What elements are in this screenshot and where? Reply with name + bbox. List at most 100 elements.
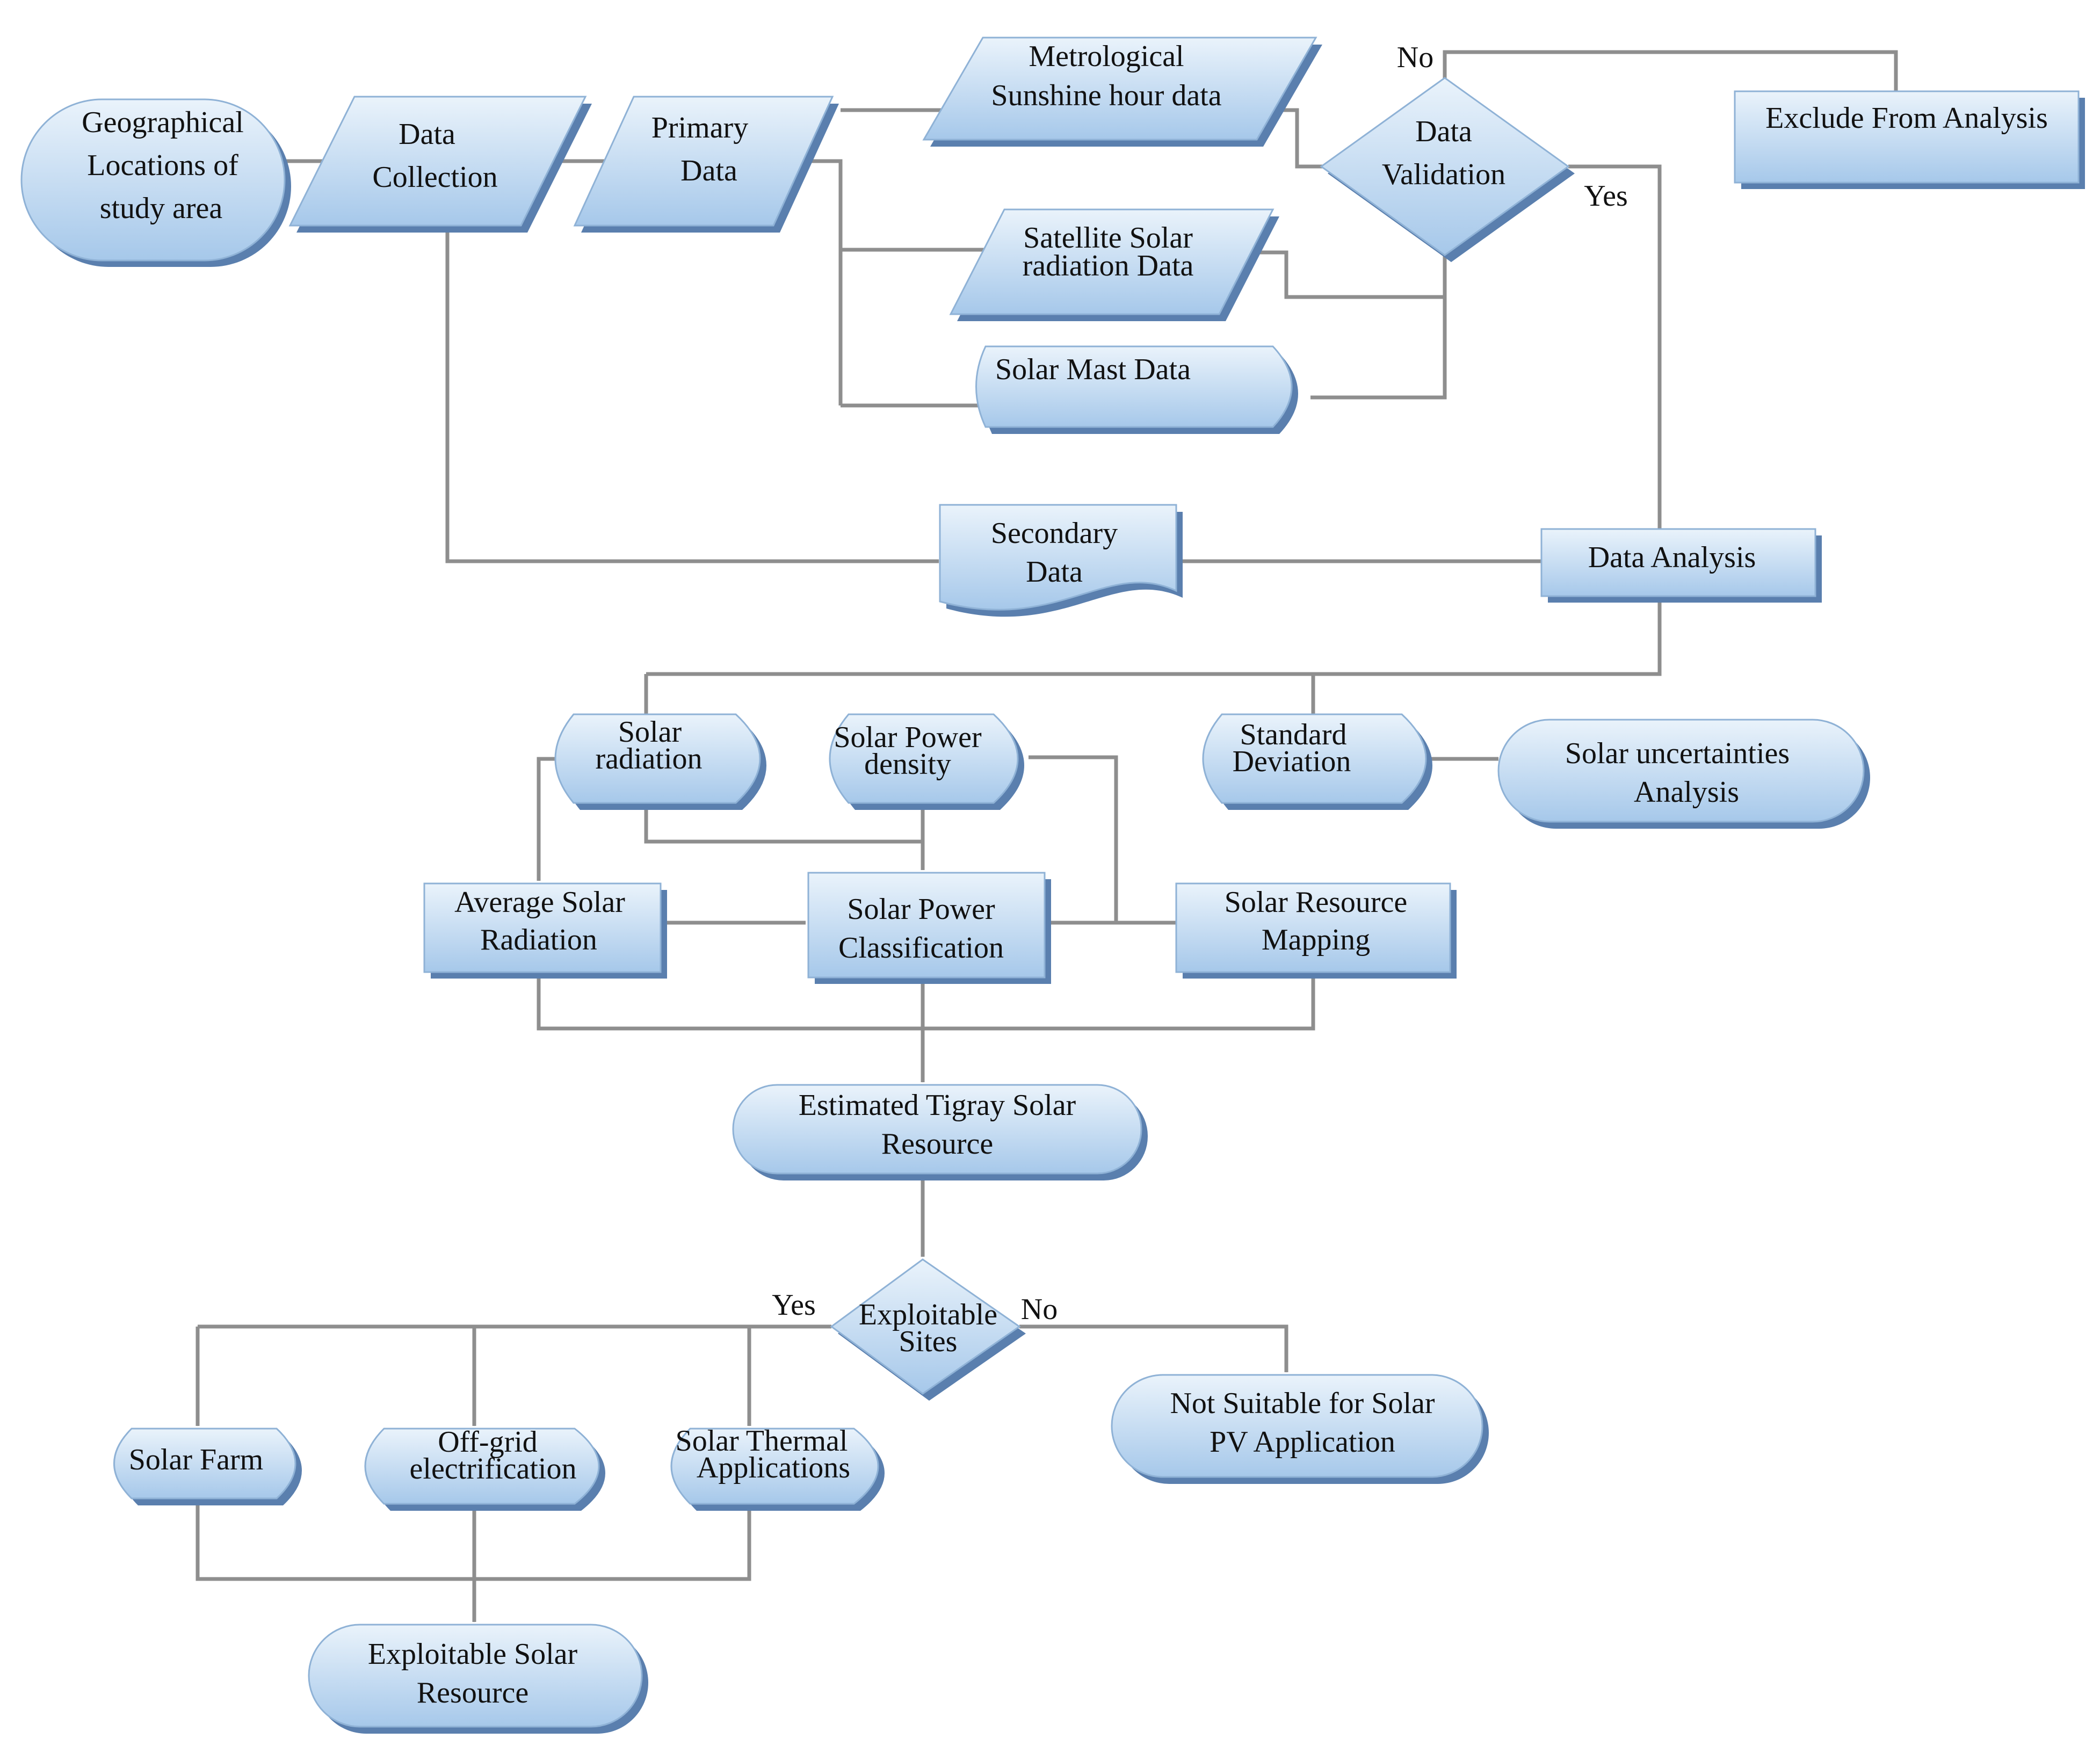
process-solar-resource-mapping — [1175, 882, 1457, 979]
label-line: Data — [680, 154, 737, 187]
label-line: Deviation — [1233, 745, 1351, 778]
label-line: Primary — [651, 111, 748, 144]
io-primary-data — [573, 96, 839, 233]
label-line: Resource — [417, 1676, 528, 1709]
io-satellite-solar — [949, 208, 1279, 321]
label-line: Average Solar — [454, 886, 625, 919]
label-line: Radiation — [480, 923, 597, 957]
decision-exploitable-sites — [830, 1258, 1026, 1401]
io-data-collection — [288, 96, 592, 233]
label-line: PV Application — [1210, 1425, 1395, 1459]
label-line: Applications — [697, 1451, 850, 1484]
terminator-uncertainties — [1497, 719, 1870, 829]
label-line: Validation — [1382, 158, 1505, 191]
label-line: Resource — [881, 1127, 993, 1161]
label-line: Solar Resource — [1225, 886, 1408, 919]
storage-standard-deviation — [1202, 713, 1432, 810]
label-line: Sites — [899, 1325, 958, 1358]
data-analysis-label: Data Analysis — [1588, 541, 1756, 574]
edge-sunshine-to-validation — [1273, 108, 1324, 169]
edge-avg-to-merge — [537, 971, 1315, 1031]
terminator-estimated-resource — [732, 1084, 1148, 1180]
sites-no-label: No — [1021, 1293, 1058, 1326]
label-line: Locations of — [87, 149, 238, 182]
process-data-analysis — [1540, 528, 1822, 603]
validation-yes-label: Yes — [1584, 179, 1627, 213]
solar-mast-label: Solar Mast Data — [995, 353, 1191, 386]
edge-radiation-to-avg — [537, 757, 556, 881]
label-line: Solar Thermal — [676, 1424, 848, 1458]
label-line: Estimated Tigray Solar — [799, 1089, 1076, 1122]
storage-solar-radiation — [554, 713, 766, 810]
label-line: density — [864, 748, 951, 781]
label-line: study area — [100, 192, 223, 225]
label-line: Solar Mast Data — [995, 353, 1191, 386]
edge-radiation-to-classification — [644, 806, 923, 844]
label-line: electrification — [410, 1452, 577, 1486]
label-line: Data — [399, 118, 455, 151]
edge-sites-no — [1019, 1324, 1288, 1373]
edge-collection-to-secondary — [445, 226, 939, 563]
label-line: Sunshine hour data — [991, 79, 1221, 112]
edge-validation-no — [1443, 50, 1898, 92]
storage-solar-thermal — [670, 1428, 885, 1511]
edge-primary-trunk — [800, 159, 843, 405]
process-solar-power-classification — [807, 872, 1051, 984]
label-line: Data Analysis — [1588, 541, 1756, 574]
storage-solar-power-density — [829, 713, 1024, 810]
storage-solar-farm — [113, 1428, 302, 1505]
label-line: Satellite Solar — [1023, 221, 1193, 255]
label-line: Exclude From Analysis — [1765, 102, 2048, 135]
storage-off-grid — [364, 1428, 605, 1511]
label-line: Solar Farm — [129, 1443, 263, 1476]
edge-analysis-branch — [646, 596, 1662, 676]
not-suitable-label: Not Suitable for Solar PV Application — [1170, 1387, 1435, 1459]
label-line: Solar uncertainties — [1565, 737, 1790, 770]
edge-validation-yes — [1568, 164, 1662, 530]
label-line: Metrological — [1029, 40, 1184, 73]
label-line: Mapping — [1262, 923, 1370, 957]
connectors — [195, 50, 1898, 1622]
terminator-exploitable-resource — [308, 1624, 648, 1734]
label-line: Standard — [1240, 718, 1346, 751]
validation-no-label: No — [1397, 41, 1433, 74]
label-line: Secondary — [991, 517, 1118, 550]
label-line: Data — [1415, 115, 1472, 148]
label-line: radiation — [595, 742, 702, 776]
edge-density-to-mapping — [1029, 755, 1118, 923]
decision-data-validation — [1320, 77, 1575, 262]
process-average-solar-radiation — [423, 882, 667, 979]
storage-solar-mast — [975, 345, 1298, 434]
terminator-not-suitable — [1111, 1374, 1489, 1484]
terminator-geographical-locations — [20, 98, 291, 267]
label-line: Solar Power — [847, 893, 995, 926]
label-line: Classification — [838, 931, 1004, 965]
process-exclude — [1734, 90, 2085, 189]
document-secondary-data — [939, 504, 1183, 617]
label-line: Analysis — [1634, 776, 1739, 809]
label-line: Not Suitable for Solar — [1170, 1387, 1435, 1420]
label-line: Geographical — [82, 106, 244, 139]
label-line: Exploitable — [859, 1298, 997, 1331]
edge-mast-to-validation — [1310, 255, 1447, 400]
label-line: Collection — [372, 161, 497, 194]
label-line: Solar — [618, 715, 682, 749]
sites-yes-label: Yes — [772, 1288, 815, 1322]
exclude-label: Exclude From Analysis — [1765, 102, 2048, 135]
